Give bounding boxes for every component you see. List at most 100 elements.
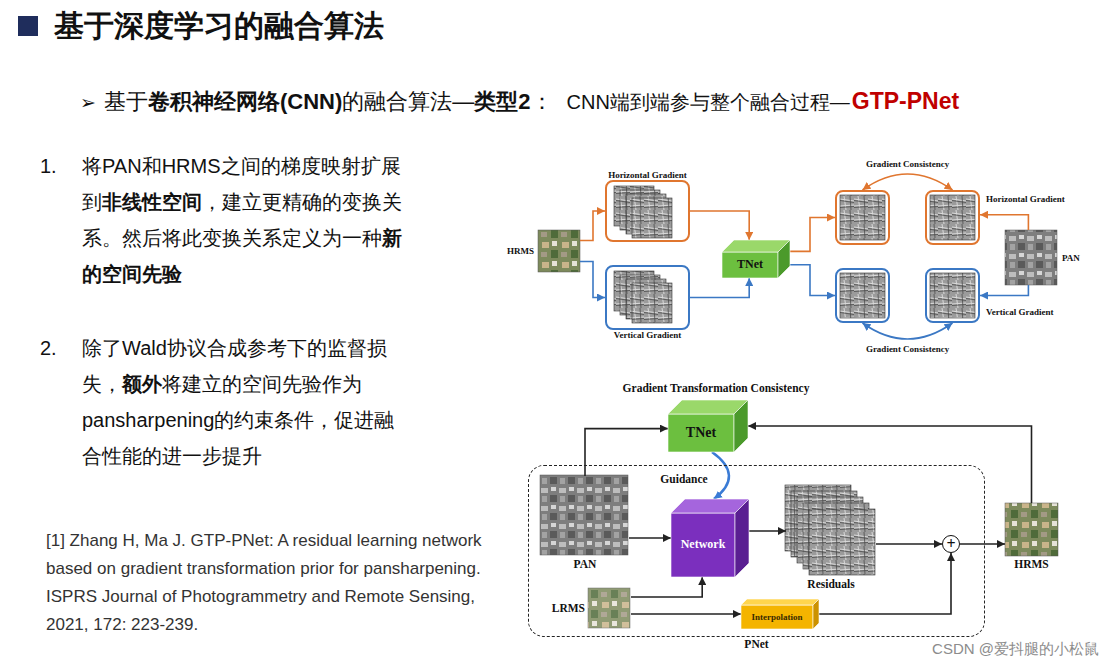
connector [790, 218, 835, 252]
node-label: TNet [668, 414, 734, 452]
slide-title: 基于深度学习的融合算法 [54, 6, 384, 46]
cube-face [722, 252, 778, 278]
connector [863, 174, 953, 190]
connector [631, 577, 702, 597]
text-run: ，建立更精确的变换关系。然后将此变换关系定义为一种 [82, 191, 402, 249]
cube-face [813, 599, 819, 629]
process-box: Interpolation [741, 599, 819, 629]
text-run-group: ➢基于卷积神经网络(CNN)的融合算法—类型2：CNN端到端参与整个融合过程—G… [80, 86, 959, 118]
diagram-caption: Gradient Transformation Consistency [623, 382, 810, 394]
gradient-box: Horizontal Gradient [925, 190, 980, 245]
connector [629, 537, 671, 539]
text-run: 新的空间先验 [82, 227, 402, 285]
text-run: 额外 [122, 373, 162, 395]
node-label: HRMS [1014, 558, 1049, 571]
image-stack-node: Residuals [786, 486, 876, 576]
text-run: 非线性空间 [102, 191, 202, 213]
cube-face [671, 513, 735, 577]
node-label: Horizontal Gradient [986, 194, 1065, 204]
text-run-group: 除了Wald协议合成参考下的监督损失，额外将建立的空间先验作为pansharpe… [82, 330, 412, 474]
vertical-gradient-stack [614, 271, 672, 323]
hrms-picture [538, 230, 580, 272]
list-number: 2. [40, 330, 57, 366]
text-run-group: 将PAN和HRMS之间的梯度映射扩展到非线性空间，建立更精确的变换关系。然后将此… [82, 148, 412, 292]
residual-stack [785, 485, 875, 575]
connector [585, 429, 668, 476]
text-run: ： [531, 89, 553, 114]
connector [580, 211, 605, 241]
pan-picture [540, 475, 628, 555]
lrms-picture [588, 588, 630, 628]
text-run: 将建立的空间先验作为pansharpening的约束条件，促进融合性能的进一步提… [82, 373, 394, 467]
connector [712, 452, 729, 499]
image-node: LRMS [589, 589, 631, 629]
connector [980, 215, 1028, 230]
connector [631, 613, 741, 615]
connector [790, 265, 835, 296]
image-node: HRMS [538, 230, 580, 272]
image-node: PAN [1005, 230, 1057, 285]
cube-face [668, 414, 734, 452]
connector [690, 211, 749, 240]
text-run: 类型2 [474, 89, 530, 114]
gradient-box: Vertical Gradient [605, 265, 690, 330]
gradient-box: Vertical Gradient [925, 268, 980, 323]
node-label: Vertical Gradient [614, 330, 681, 340]
network-cube: TNet [722, 240, 790, 278]
text-run: CNN端到端参与整个融合过程— [567, 91, 850, 113]
connector-label: Guidance [658, 472, 709, 486]
pan-picture [1005, 230, 1057, 285]
node-label: + [943, 536, 959, 552]
cube-face [734, 400, 748, 452]
gradient-box: Horizontal Gradient [605, 180, 690, 242]
connector [980, 285, 1028, 296]
network-cube: TNet [668, 400, 748, 452]
connector [863, 323, 953, 339]
sum-circle: + [942, 535, 960, 553]
cube-face [735, 499, 749, 577]
connector [690, 278, 749, 298]
cube-face [741, 605, 813, 629]
title-bullet [18, 16, 38, 36]
network-cube: Network [671, 499, 749, 577]
bullet-arrow: ➢ [80, 92, 96, 113]
connector-label: Gradient Consistency [864, 344, 951, 355]
cube-face [778, 240, 790, 278]
connector [749, 530, 786, 532]
node-label: Horizontal Gradient [608, 170, 687, 180]
text-run: 的融合算法— [342, 89, 474, 114]
node-label: PAN [574, 558, 597, 571]
dashed-group: PNetPANNetworkResiduals+LRMSInterpolatio… [528, 465, 985, 637]
connector [580, 262, 605, 298]
node-label: LRMS [552, 602, 585, 615]
gradient-pictures [840, 195, 975, 318]
node-label: TNet [722, 252, 778, 278]
connector [960, 543, 1005, 545]
gradient-box [835, 268, 890, 323]
connector-label: Gradient Consistency [864, 159, 951, 170]
gradient-box [835, 190, 890, 245]
hrms-picture [1005, 503, 1058, 556]
node-label: Vertical Gradient [986, 307, 1053, 317]
node-label: HRMS [507, 246, 534, 256]
node-label: Network [671, 513, 735, 577]
method-name: GTP-PNet [852, 88, 959, 114]
horizontal-gradient-stack [614, 186, 672, 238]
image-node: HRMS [1005, 503, 1058, 556]
reference: [1] Zhang H, Ma J. GTP-PNet: A residual … [46, 527, 491, 639]
cube-face [741, 599, 819, 605]
node-label: PAN [1062, 252, 1080, 262]
text-run: 除了Wald协议合成参考下的监督损失， [82, 337, 387, 395]
text-run: 将PAN和HRMS之间的梯度映射扩展到 [82, 155, 401, 213]
node-label: Interpolation [741, 605, 813, 629]
node-label: Residuals [807, 578, 854, 591]
text-run: 基于 [104, 89, 148, 114]
list-number: 1. [40, 148, 57, 184]
watermark: CSDN @爱抖腿的小松鼠 [932, 640, 1099, 659]
node-label: PNet [744, 638, 768, 651]
